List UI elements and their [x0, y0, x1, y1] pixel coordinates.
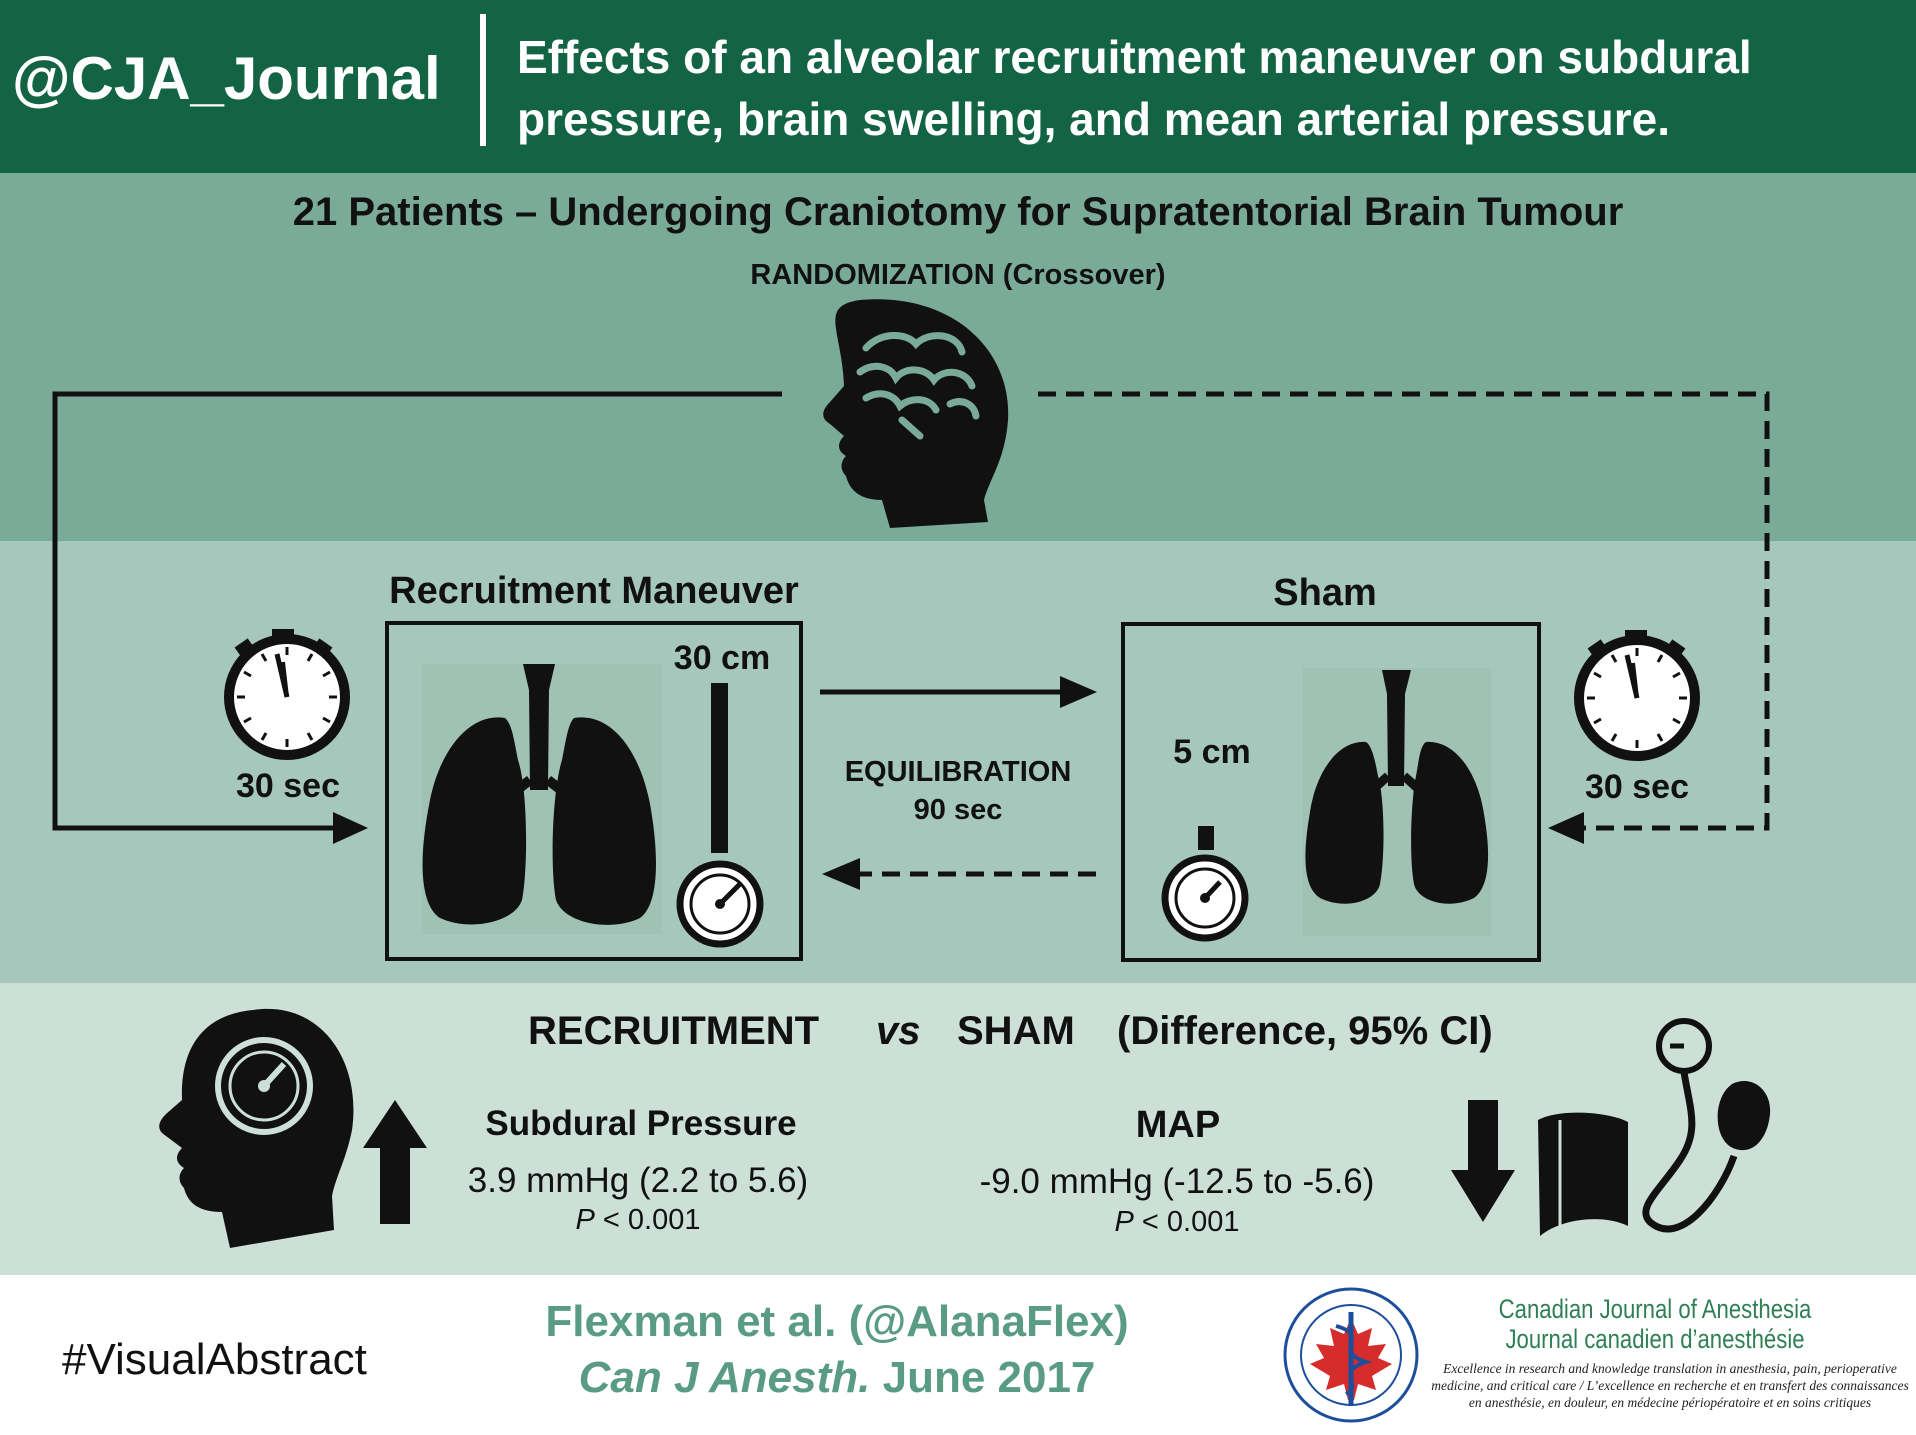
sham-timer-label: 30 sec	[1585, 768, 1689, 806]
journal-society-seal-logo	[1283, 1287, 1419, 1423]
header-divider	[480, 14, 486, 146]
stopwatch-icon-right	[1574, 630, 1700, 761]
randomization-label: RANDOMIZATION (Crossover)	[750, 259, 1166, 291]
journal-name-en: Canadian Journal of Anesthesia	[1498, 1294, 1812, 1324]
map-label: MAP	[1135, 1104, 1221, 1146]
header-banner: @CJA_Journal Effects of an alveolar recr…	[0, 0, 1916, 173]
population-label: 21 Patients – Undergoing Craniotomy for …	[292, 190, 1624, 234]
arrow-to-sham	[820, 676, 1097, 708]
subdural-pressure-label: Subdural Pressure	[485, 1104, 797, 1143]
recruitment-pressure-label: 30 cm	[673, 639, 771, 677]
recruitment-box	[385, 621, 803, 961]
subdural-p-value: P < 0.001	[575, 1204, 701, 1236]
footer-band	[0, 1275, 1916, 1435]
recruitment-arm-title: Recruitment Maneuver	[389, 570, 799, 612]
recruitment-timer-label: 30 sec	[236, 767, 340, 805]
subdural-pressure-value: 3.9 mmHg (2.2 to 5.6)	[467, 1161, 809, 1200]
lungs-deflated-icon	[1303, 668, 1491, 936]
lungs-inflated-icon	[422, 664, 662, 934]
results-heading-ci: (Difference, 95% CI)	[1117, 1009, 1493, 1053]
crossover-path-solid	[52, 391, 782, 844]
arrow-to-recruitment	[822, 858, 1096, 890]
arrow-up-icon	[363, 1100, 427, 1224]
equilibration-label: EQUILIBRATION	[844, 756, 1072, 788]
sham-arm-title: Sham	[1273, 572, 1377, 614]
crossover-path-dashed	[1038, 391, 1770, 844]
citation-journal: Can J Anesth. June 2017	[578, 1353, 1096, 1402]
sham-box	[1121, 622, 1541, 962]
hashtag-label: #VisualAbstract	[62, 1335, 367, 1384]
results-heading-sham: SHAM	[957, 1009, 1075, 1053]
stopwatch-icon-left	[224, 629, 350, 760]
citation-authors: Flexman et al. (@AlanaFlex)	[545, 1297, 1129, 1346]
arrow-down-icon	[1451, 1100, 1515, 1222]
head-pressure-gauge-icon	[159, 1008, 354, 1248]
protocol-band	[0, 541, 1916, 983]
journal-handle: @CJA_Journal	[12, 45, 441, 112]
blood-pressure-cuff-icon	[1538, 1018, 1771, 1236]
map-p-value: P < 0.001	[1114, 1206, 1240, 1238]
results-heading-recruitment: RECRUITMENT	[528, 1009, 820, 1053]
equilibration-duration: 90 sec	[913, 794, 1003, 826]
journal-name-fr: Journal canadien d’anesthésie	[1505, 1324, 1805, 1354]
pressure-gauge-low-icon	[1161, 826, 1249, 942]
results-heading-vs: vs	[876, 1009, 921, 1053]
pressure-gauge-high-icon	[676, 683, 764, 948]
head-brain-icon	[823, 299, 1009, 528]
sham-pressure-label: 5 cm	[1173, 733, 1251, 771]
journal-tagline: Excellence in research and knowledge tra…	[1431, 1361, 1909, 1410]
page-title: Effects of an alveolar recruitment maneu…	[517, 31, 1752, 145]
map-value: -9.0 mmHg (-12.5 to -5.6)	[979, 1162, 1375, 1201]
